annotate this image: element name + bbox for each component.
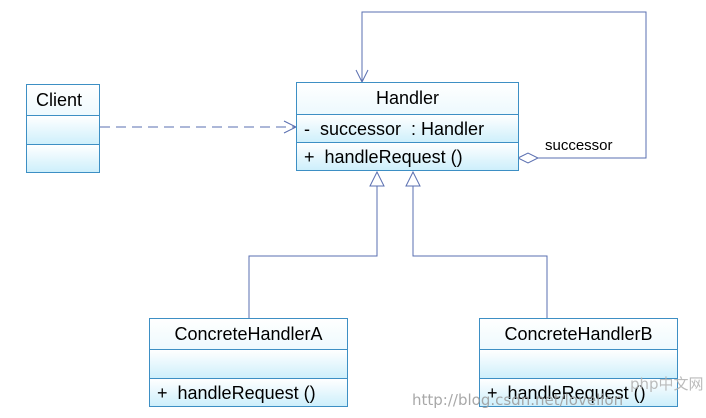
class-client: Client (26, 84, 100, 173)
class-concrete-handler-b-name: ConcreteHandlerB (504, 324, 653, 344)
generalization-line-a (248, 186, 378, 318)
class-client-attributes (27, 115, 99, 145)
class-concrete-handler-b-operations: + handleRequest () (480, 378, 677, 406)
class-handler-name: Handler (375, 88, 440, 108)
class-concrete-handler-a-operations: + handleRequest () (150, 378, 347, 406)
class-handler-operations: + handleRequest () (297, 142, 518, 170)
successor-association-line (361, 11, 647, 159)
successor-role-label: successor (545, 137, 613, 154)
aggregation-diamond (516, 152, 540, 164)
generalization-arrowhead-b (405, 170, 421, 187)
class-client-name: Client (36, 90, 83, 110)
brand-watermark: php中文网 (630, 375, 704, 393)
class-concrete-handler-a-name: ConcreteHandlerA (174, 324, 323, 344)
class-concrete-handler-b: ConcreteHandlerB + handleRequest () (479, 318, 678, 407)
class-concrete-handler-a-attributes (150, 349, 347, 379)
class-concrete-handler-a: ConcreteHandlerA + handleRequest () (149, 318, 348, 407)
handler-handlerequest-operation: + handleRequest () (304, 147, 463, 167)
class-client-operations (27, 144, 99, 172)
handler-successor-attribute: - successor : Handler (304, 119, 485, 139)
class-handler: Handler - successor : Handler + handleRe… (296, 82, 519, 171)
generalization-line-b (412, 186, 548, 318)
concrete-handler-b-handlerequest-operation: + handleRequest () (487, 383, 646, 403)
class-handler-attributes: - successor : Handler (297, 114, 518, 143)
url-watermark: http://blog.csdn.net/lovelion (412, 391, 624, 409)
concrete-handler-a-handlerequest-operation: + handleRequest () (157, 383, 316, 403)
class-concrete-handler-b-attributes (480, 349, 677, 379)
generalization-arrowhead-a (369, 170, 385, 187)
